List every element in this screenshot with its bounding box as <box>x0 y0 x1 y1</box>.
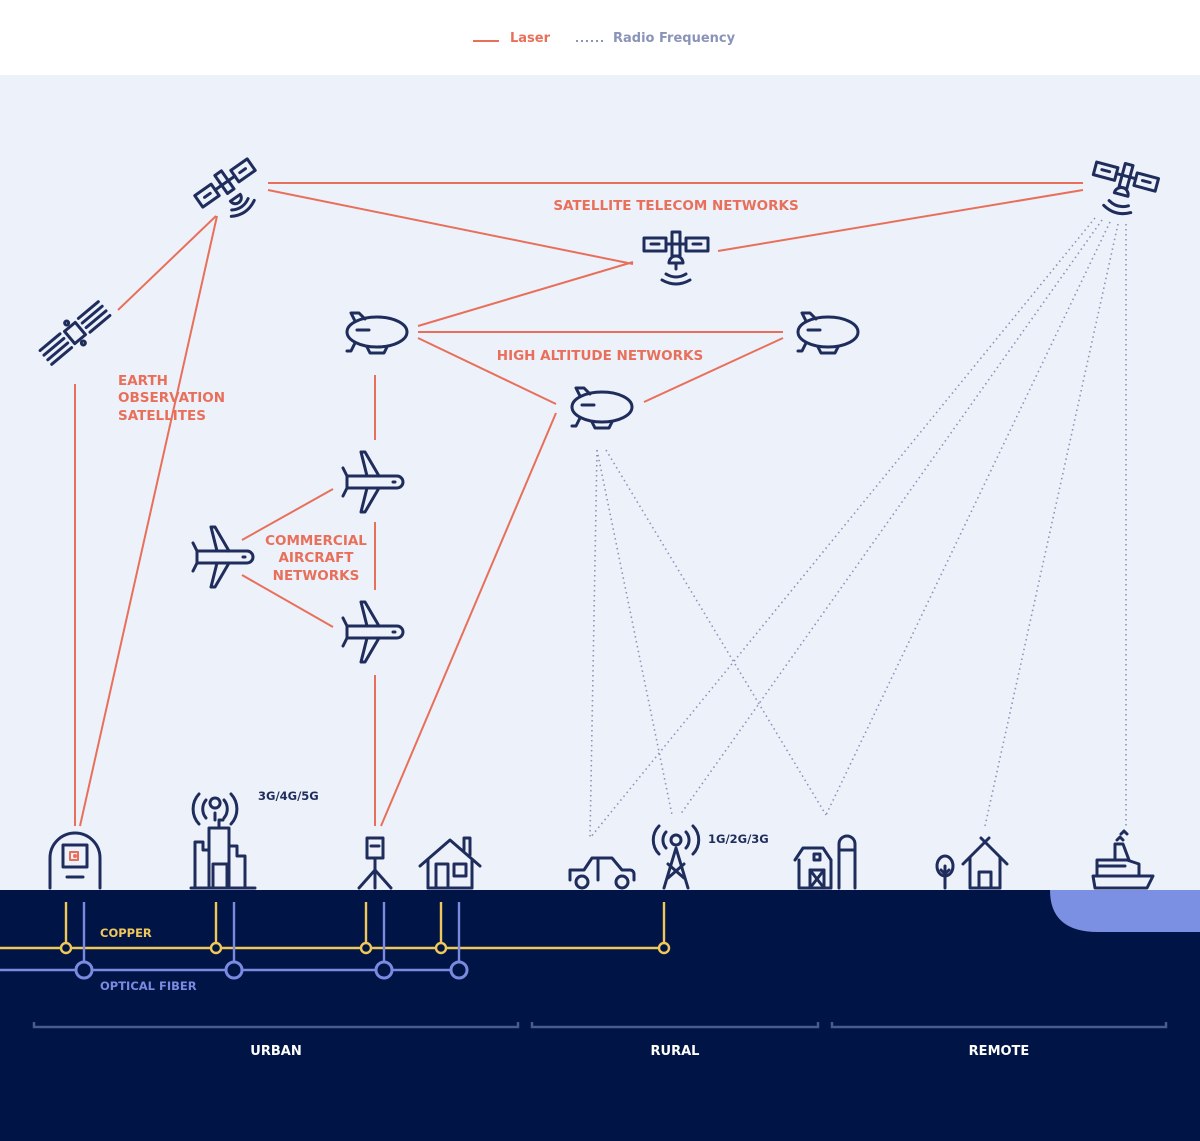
radio-link <box>605 449 827 816</box>
rural-bracket <box>530 1022 820 1029</box>
radio-link <box>825 221 1111 816</box>
telecom-satellite-icon <box>1091 160 1160 216</box>
barn-icon <box>793 834 857 890</box>
copper-node <box>209 941 223 955</box>
commercial-aircraft-label-line1: COMMERCIAL <box>265 533 367 549</box>
radio-link <box>589 217 1096 839</box>
radio-link <box>596 449 673 816</box>
airplane-icon <box>341 450 405 514</box>
cell-tower-icon <box>651 824 701 890</box>
radio-legend-label: Radio Frequency <box>613 31 736 46</box>
earth-observation-satellite-icon <box>38 300 112 366</box>
airplane-icon <box>191 525 255 589</box>
water <box>1050 890 1200 932</box>
fiber-node <box>374 960 394 980</box>
remote-bracket <box>830 1022 1168 1029</box>
laser-link <box>79 215 218 827</box>
sky-area <box>0 75 1200 890</box>
ground-cables <box>0 902 671 980</box>
commercial-aircraft-label-line2: AIRCRAFT <box>278 550 354 566</box>
laser-links <box>74 182 1084 827</box>
copper-node <box>59 941 73 955</box>
ground-area <box>0 890 1200 1141</box>
laser-link <box>380 412 557 827</box>
earth-observation-label-line3: SATELLITES <box>118 408 206 424</box>
airplane-icon <box>341 600 405 664</box>
laser-link <box>117 215 217 311</box>
radio-link <box>679 219 1103 816</box>
tree-icon <box>935 854 955 890</box>
house-icon <box>418 836 482 890</box>
region-label-remote: REMOTE <box>969 1044 1030 1059</box>
radio-links <box>589 217 1127 839</box>
region-label-urban: URBAN <box>250 1044 301 1059</box>
ground-station-lens <box>73 854 77 858</box>
copper-line <box>0 902 666 950</box>
rural-cell-label: 1G/2G/3G <box>708 832 769 846</box>
telecom-satellite-icon <box>642 230 710 286</box>
copper-node <box>359 941 373 955</box>
laser-link <box>417 337 557 405</box>
fiber-nodes <box>74 960 469 980</box>
copper-nodes <box>59 941 671 955</box>
tripod-icon <box>357 836 393 890</box>
ship-icon <box>1091 829 1155 890</box>
region-brackets <box>32 1022 1168 1029</box>
legend: Laser Radio Frequency <box>0 0 1200 75</box>
radio-link <box>984 223 1119 827</box>
laser-link <box>241 574 334 628</box>
earth-observation-label-line2: OBSERVATION <box>118 390 225 406</box>
urban-cell-label: 3G/4G/5G <box>258 789 319 803</box>
satellite-icon <box>193 157 257 218</box>
fiber-node <box>449 960 469 980</box>
airship-icon <box>796 311 860 355</box>
laser-link <box>417 261 634 327</box>
laser-link <box>643 337 784 403</box>
urban-bracket <box>32 1022 520 1029</box>
fiber-node <box>224 960 244 980</box>
high-altitude-label: HIGH ALTITUDE NETWORKS <box>497 348 703 364</box>
airship-icon <box>345 311 409 355</box>
laser-legend-label: Laser <box>510 31 551 46</box>
copper-node <box>434 941 448 955</box>
fiber-line <box>0 902 461 972</box>
laser-link <box>241 488 334 541</box>
copper-label: COPPER <box>100 926 152 940</box>
copper-node <box>657 941 671 955</box>
car-icon <box>568 856 636 890</box>
city-buildings-icon <box>189 792 257 890</box>
radio-link <box>589 449 598 839</box>
network-labels: SATELLITE TELECOM NETWORKS HIGH ALTITUDE… <box>118 198 799 584</box>
commercial-aircraft-label-line3: NETWORKS <box>273 568 360 584</box>
legend-swatches <box>473 40 604 42</box>
region-label-rural: RURAL <box>651 1044 700 1059</box>
airship-icon <box>570 386 634 430</box>
hut-icon <box>961 836 1009 890</box>
ground-station-icon <box>48 831 102 890</box>
laser-link <box>717 189 1084 252</box>
satellite-telecom-label: SATELLITE TELECOM NETWORKS <box>553 198 798 214</box>
fiber-node <box>74 960 94 980</box>
optical-fiber-label: OPTICAL FIBER <box>100 979 197 993</box>
laser-link <box>267 189 634 265</box>
earth-observation-label-line1: EARTH <box>118 373 168 389</box>
